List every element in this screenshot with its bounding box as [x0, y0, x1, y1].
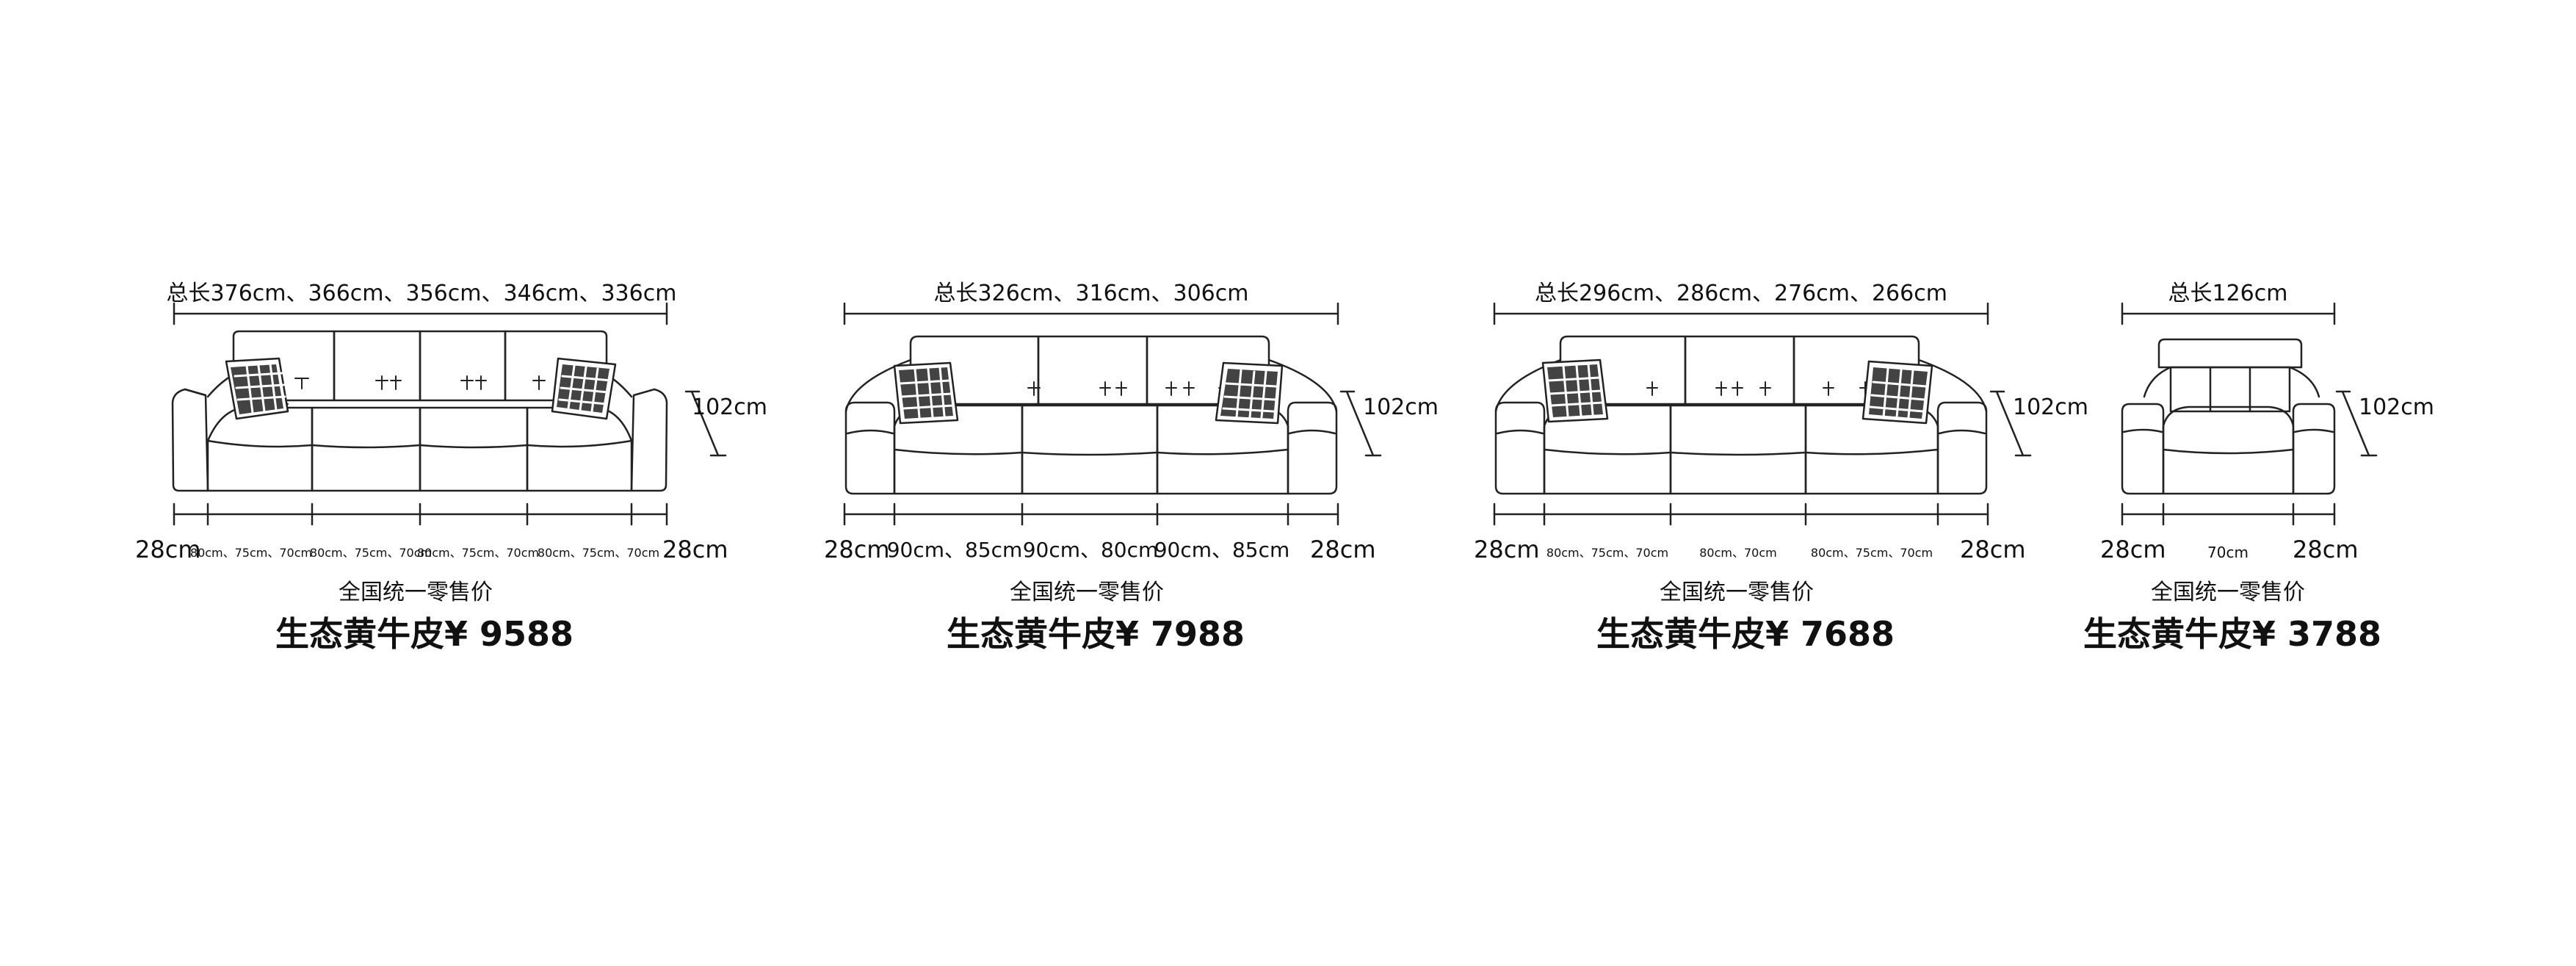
arm-width-right: 28cm — [2293, 536, 2359, 563]
total-length-label: 总长296cm、286cm、276cm、266cm — [1535, 281, 1947, 306]
seat-width-label: 90cm、85cm — [886, 538, 1023, 562]
sofa-3-seat-compact-drawing — [1493, 302, 2032, 526]
sofa-3-seat-drawing — [843, 302, 1382, 526]
height-label: 102cm — [1363, 394, 1439, 420]
product-card-2: 总长326cm、316cm、306cm 102cm 28cm 28cm 90cm… — [808, 0, 1469, 966]
height-label: 102cm — [692, 394, 767, 420]
arm-width-left: 28cm — [1474, 536, 1540, 563]
retail-price-note: 全国统一零售价 — [1010, 580, 1164, 605]
arm-width-left: 28cm — [824, 536, 890, 563]
seat-width-label: 80cm、75cm、70cm — [416, 546, 540, 560]
seat-width-label: 80cm、75cm、70cm — [189, 546, 313, 560]
price-label: 生态黄牛皮¥ 3788 — [2083, 614, 2382, 654]
product-card-4: 总长126cm 102cm 28cm 28cm 70cm 全国统一零售价 生态黄… — [2083, 0, 2576, 966]
sofa-4-seat-drawing — [171, 302, 727, 526]
height-label: 102cm — [2013, 394, 2088, 420]
arm-width-right: 28cm — [662, 536, 728, 563]
price-label: 生态黄牛皮¥ 7688 — [1596, 614, 1895, 654]
total-length-label: 总长326cm、316cm、306cm — [933, 281, 1249, 306]
seat-width-label: 80cm、75cm、70cm — [1546, 546, 1669, 560]
height-label: 102cm — [2359, 394, 2434, 420]
arm-width-left: 28cm — [2100, 536, 2166, 563]
retail-price-note: 全国统一零售价 — [339, 580, 493, 605]
total-length-label: 总长126cm — [2168, 281, 2288, 306]
seat-width-label: 70cm — [2207, 544, 2248, 561]
seat-width-label: 80cm、70cm — [1699, 546, 1777, 560]
seat-width-label: 90cm、85cm — [1154, 538, 1290, 562]
price-label: 生态黄牛皮¥ 7988 — [946, 614, 1245, 654]
seat-width-label: 80cm、75cm、70cm — [309, 546, 433, 560]
total-length-label: 总长376cm、366cm、356cm、346cm、336cm — [166, 281, 677, 306]
retail-price-note: 全国统一零售价 — [1660, 580, 1814, 605]
price-label: 生态黄牛皮¥ 9588 — [275, 614, 574, 654]
product-card-3: 总长296cm、286cm、276cm、266cm 102cm 28cm 28c… — [1458, 0, 2119, 966]
product-card-1: 总长376cm、366cm、356cm、346cm、336cm 102cm 28… — [0, 0, 767, 966]
seat-width-label: 90cm、80cm — [1022, 538, 1159, 562]
seat-width-label: 80cm、75cm、70cm — [537, 546, 660, 560]
arm-width-left: 28cm — [135, 536, 201, 563]
arm-width-right: 28cm — [1310, 536, 1376, 563]
arm-width-right: 28cm — [1960, 536, 2026, 563]
retail-price-note: 全国统一零售价 — [2151, 580, 2305, 605]
seat-width-label: 80cm、75cm、70cm — [1810, 546, 1933, 560]
armchair-drawing — [2121, 302, 2378, 526]
